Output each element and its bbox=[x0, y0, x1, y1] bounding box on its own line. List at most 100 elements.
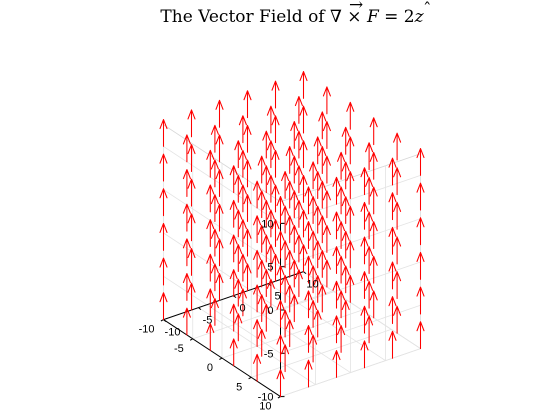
vector-arrow bbox=[337, 186, 346, 215]
z-tick-label: -5 bbox=[264, 348, 274, 360]
vector-arrow bbox=[318, 146, 327, 174]
vector-arrow bbox=[290, 190, 299, 219]
vector-arrow bbox=[299, 71, 308, 99]
vector-arrow bbox=[215, 99, 224, 128]
vector-arrow bbox=[257, 190, 266, 219]
vector-arrow bbox=[243, 263, 252, 292]
vector-arrow bbox=[369, 117, 378, 146]
vector-arrow bbox=[182, 134, 191, 163]
vector-arrow bbox=[229, 338, 238, 367]
vector-arrow bbox=[206, 219, 215, 248]
vector-arrow bbox=[322, 86, 331, 115]
vector-arrow bbox=[388, 192, 397, 221]
vector-arrow bbox=[346, 275, 355, 303]
vector-arrow bbox=[281, 205, 290, 234]
vector-arrow bbox=[294, 269, 303, 298]
vector-arrow bbox=[393, 271, 402, 300]
vector-arrow bbox=[360, 271, 369, 300]
grid-line-y-floor bbox=[192, 290, 333, 340]
vector-arrow bbox=[266, 278, 275, 307]
vector-arrow bbox=[182, 238, 191, 267]
vector-arrow bbox=[182, 203, 191, 232]
vector-arrow bbox=[290, 294, 299, 323]
vector-arrow bbox=[271, 219, 280, 248]
vector-arrow bbox=[294, 165, 303, 194]
vector-arrow bbox=[393, 132, 402, 161]
y-tick-label: -10 bbox=[139, 324, 155, 336]
vector-arrow bbox=[369, 221, 378, 250]
vector-arrow bbox=[365, 246, 374, 275]
vector-arrow bbox=[215, 134, 224, 163]
vector-arrow bbox=[253, 215, 262, 244]
vector-arrow bbox=[309, 196, 318, 224]
vector-arrow bbox=[304, 359, 313, 388]
vector-arrow bbox=[187, 282, 196, 311]
vector-arrow bbox=[234, 209, 243, 238]
vector-arrow bbox=[182, 307, 191, 336]
vector-arrow bbox=[206, 288, 215, 317]
vector-arrow bbox=[365, 176, 374, 205]
vector-arrow bbox=[304, 255, 313, 284]
vector-arrow bbox=[337, 255, 346, 284]
vector-arrow bbox=[322, 259, 331, 288]
vector-arrow bbox=[281, 171, 290, 199]
y-tick-mark bbox=[248, 376, 252, 380]
vector-arrow bbox=[243, 228, 252, 257]
vector-arrow bbox=[257, 294, 266, 323]
z-tick-label: -10 bbox=[258, 392, 274, 404]
vector-arrow bbox=[313, 240, 322, 269]
vector-arrow bbox=[281, 309, 290, 338]
x-tick-label: -10 bbox=[165, 327, 181, 339]
vector-arrow bbox=[215, 169, 224, 198]
vector-arrow bbox=[187, 109, 196, 138]
vector-arrow bbox=[304, 290, 313, 319]
grid-line-z-back bbox=[280, 348, 421, 397]
vector-arrow bbox=[322, 155, 331, 184]
chart-title: The Vector Field of ∇ × F = 2z bbox=[160, 7, 424, 27]
vector-arrow bbox=[210, 124, 219, 153]
vector-arrow bbox=[309, 299, 318, 328]
vector-arrow bbox=[187, 178, 196, 207]
vector-arrow bbox=[266, 140, 275, 169]
vector-arrow bbox=[337, 221, 346, 250]
vector-arrow bbox=[257, 155, 266, 184]
vector-arrow bbox=[266, 244, 275, 273]
vector-arrow bbox=[294, 96, 303, 124]
vector-arrow bbox=[285, 180, 294, 209]
vector-arrow bbox=[332, 280, 341, 309]
y-tick-label: 10 bbox=[259, 401, 271, 413]
vector-arrow bbox=[276, 196, 285, 224]
y-tick-label: -5 bbox=[174, 343, 184, 355]
vector-arrow bbox=[318, 284, 327, 313]
vector-arrow bbox=[210, 194, 219, 223]
vector-arrow bbox=[159, 188, 168, 217]
vector-arrow bbox=[294, 130, 303, 159]
vector-arrow bbox=[262, 199, 271, 228]
vector-arrow bbox=[182, 272, 191, 301]
vector-arrow bbox=[271, 253, 280, 282]
vector-arrow bbox=[318, 249, 327, 278]
vector-arrow bbox=[393, 305, 402, 334]
vector-arrow bbox=[294, 199, 303, 228]
vector-arrow bbox=[243, 124, 252, 153]
vector-arrow bbox=[313, 171, 322, 199]
vector-arrow bbox=[253, 180, 262, 209]
vector-arrow bbox=[313, 274, 322, 303]
vector-arrow bbox=[309, 161, 318, 190]
vector-arrow bbox=[281, 344, 290, 373]
vector-arrow bbox=[365, 142, 374, 171]
vector-arrow bbox=[159, 222, 168, 251]
vector-arrow bbox=[304, 186, 313, 215]
vector-arrow bbox=[187, 247, 196, 276]
y-tick-label: 5 bbox=[236, 381, 242, 393]
vector-arrow bbox=[388, 330, 397, 359]
vector-arrow bbox=[266, 174, 275, 203]
vector-arrow bbox=[229, 165, 238, 194]
y-tick-mark bbox=[219, 357, 223, 360]
vector-arrow bbox=[238, 288, 247, 317]
vector-arrow bbox=[416, 286, 425, 315]
vector-arrow bbox=[290, 259, 299, 288]
vector-arrow bbox=[285, 146, 294, 174]
vector-arrow bbox=[238, 253, 247, 282]
vector-arrow bbox=[210, 298, 219, 326]
